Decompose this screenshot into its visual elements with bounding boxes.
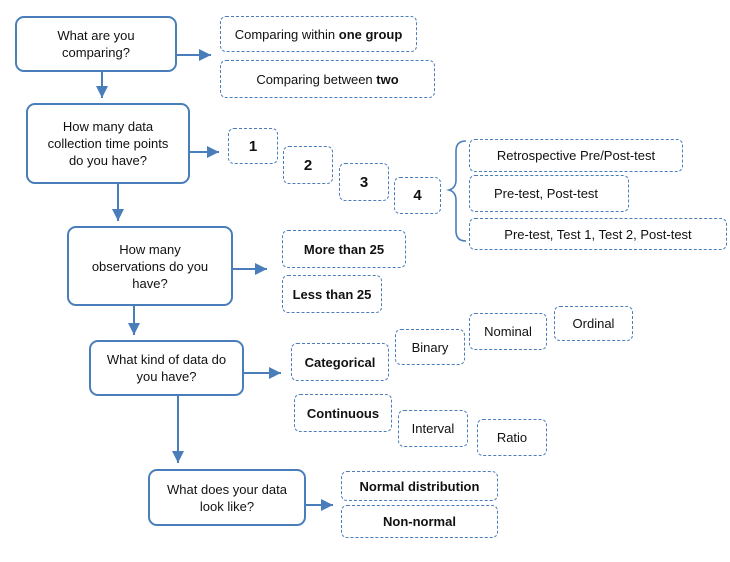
observations-less-than-25: Less than 25	[282, 275, 382, 313]
option-within-prefix: Comparing within	[234, 26, 339, 42]
design-retrospective: Retrospective Pre/Post-test	[469, 139, 683, 172]
distribution-non-normal: Non-normal	[341, 505, 498, 538]
option-between-prefix: Comparing between	[256, 71, 377, 87]
question-comparing: What are you comparing?	[15, 16, 177, 72]
timepoint-2: 2	[283, 146, 333, 184]
kind-ratio: Ratio	[477, 419, 547, 456]
option-between-two: Comparing between two	[220, 60, 435, 98]
timepoint-3: 3	[339, 163, 389, 201]
timepoint-4: 4	[394, 177, 441, 214]
question-observations: How many observations do you have?	[67, 226, 233, 306]
kind-categorical: Categorical	[291, 343, 389, 381]
kind-nominal: Nominal	[469, 313, 547, 350]
kind-interval: Interval	[398, 410, 468, 447]
option-within-bold: one group	[338, 26, 403, 42]
question-distribution: What does your data look like?	[148, 469, 306, 526]
option-within-one-group: Comparing within one group	[220, 16, 417, 52]
kind-binary: Binary	[395, 329, 465, 365]
brace-icon	[446, 140, 467, 242]
design-multi-test: Pre-test, Test 1, Test 2, Post-test	[469, 218, 727, 250]
option-between-bold: two	[376, 71, 399, 87]
question-data-kind: What kind of data do you have?	[89, 340, 244, 396]
question-time-points: How many data collection time points do …	[26, 103, 190, 184]
kind-ordinal: Ordinal	[554, 306, 633, 341]
distribution-normal: Normal distribution	[341, 471, 498, 501]
timepoint-1: 1	[228, 128, 278, 164]
kind-continuous: Continuous	[294, 394, 392, 432]
observations-more-than-25: More than 25	[282, 230, 406, 268]
design-pre-post: Pre-test, Post-test	[469, 175, 629, 212]
